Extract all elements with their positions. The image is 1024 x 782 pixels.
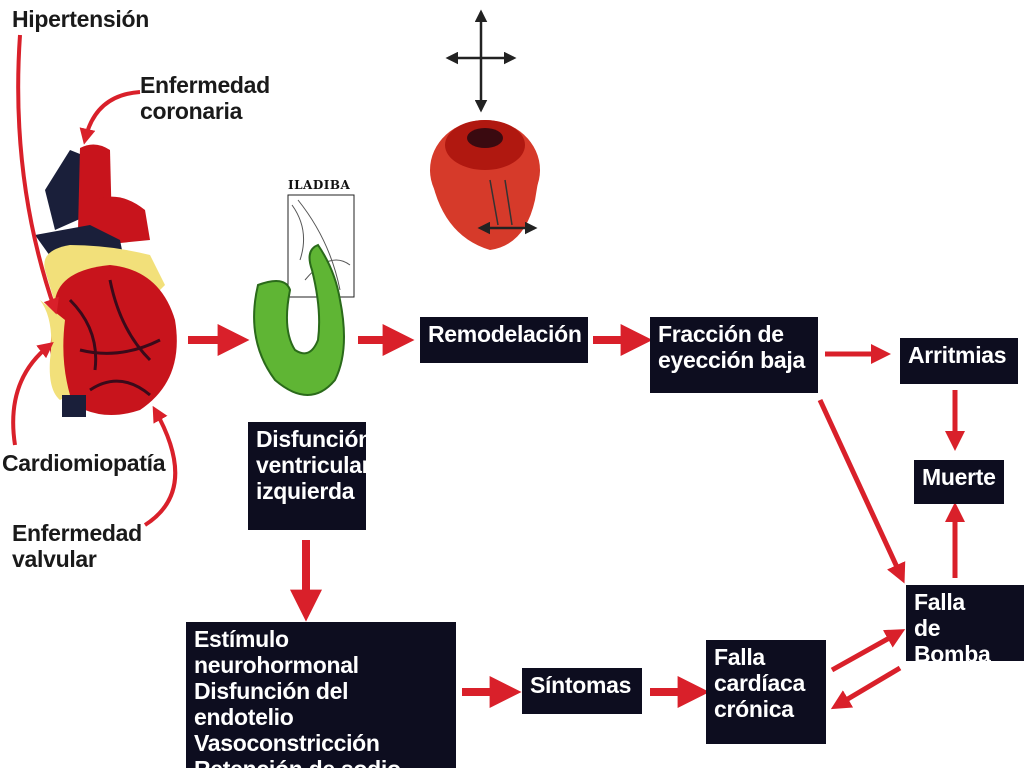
watermark-text: ILADIBA [288, 178, 351, 192]
box-remodelacion: Remodelación [420, 317, 588, 363]
box-muerte: Muerte [914, 460, 1004, 504]
label-enfermedad-coronaria: Enfermedad coronaria [140, 72, 270, 124]
box-falla-bomba: Falla de Bomba [906, 585, 1024, 667]
arrow-falla-bomba-to-falla-cronica [830, 665, 902, 710]
box-estimulo-neurohormonal: Estímulo neurohormonal Disfunción del en… [186, 622, 456, 782]
box-arritmias: Arritmias [900, 338, 1018, 384]
heart-illustration [35, 144, 177, 417]
ventricle-illustration [253, 194, 355, 396]
arrow-hipertension [16, 34, 59, 315]
arrow-cardiomiopatia [11, 342, 54, 446]
box-fraccion-eyeccion: Fracción de eyección baja [650, 317, 818, 393]
arrow-valvular [143, 405, 178, 527]
arrow-coronaria [79, 90, 141, 145]
heart-muscle-illustration [430, 120, 540, 250]
arrow-fraccion-to-falla-bomba [817, 398, 906, 584]
arrow-falla-cronica-to-falla-bomba [830, 629, 906, 673]
box-falla-cardiaca-cronica: Falla cardíaca crónica [706, 640, 826, 744]
label-enfermedad-valvular: Enfermedad valvular [12, 520, 142, 572]
label-cardiomiopatia: Cardiomiopatía [2, 450, 166, 476]
box-disfuncion-ventricular: Disfunción ventricular izquierda [248, 422, 372, 530]
label-hipertension: Hipertensión [12, 6, 149, 32]
box-sintomas: Síntomas [522, 668, 642, 714]
